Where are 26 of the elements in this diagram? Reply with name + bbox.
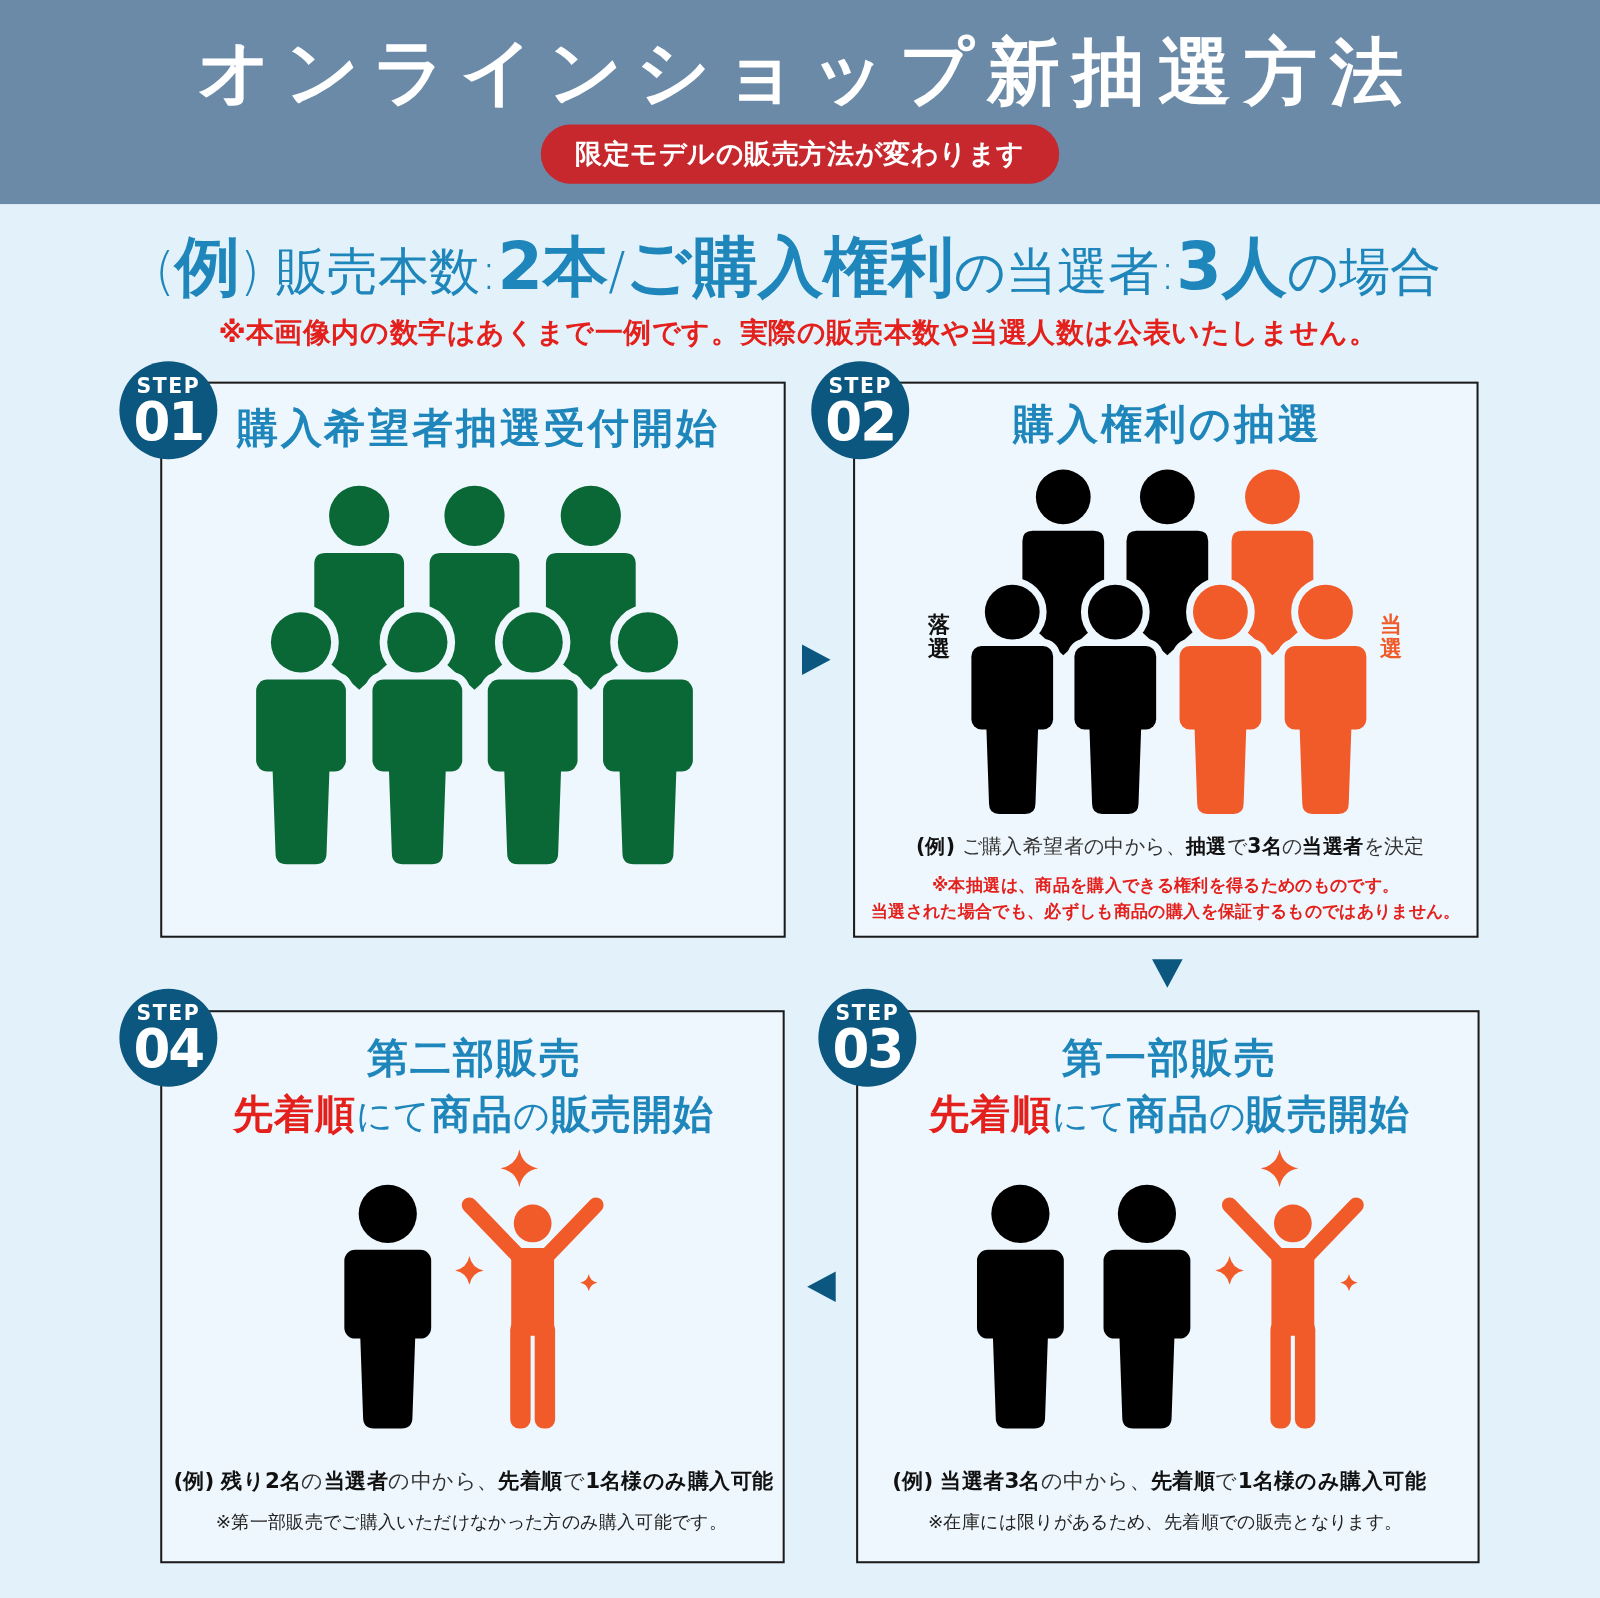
page-title: オンラインショップ新抽選方法 xyxy=(195,27,1416,117)
example-text: (例) 当選者3名の中から、先着順で1名様のみ購入可能 xyxy=(892,1467,1427,1495)
step-label: STEP xyxy=(136,375,201,396)
step-number: 04 xyxy=(133,1025,204,1073)
step-label: STEP xyxy=(828,375,893,396)
example-heading: (例) 販売本数:2本/ご購入権利の当選者:3人の場合 xyxy=(154,229,1442,307)
vertical-label: 当選 xyxy=(1379,612,1403,662)
vertical-label: 落選 xyxy=(927,612,950,662)
step-label: STEP xyxy=(835,1003,900,1024)
subtitle-banner: 限定モデルの販売方法が変わります xyxy=(540,124,1060,184)
note-text: ※在庫には限りがあるため、先着順での販売となります。 xyxy=(928,1509,1403,1534)
step-number: 01 xyxy=(133,397,204,445)
step-label: STEP xyxy=(136,1003,201,1024)
step-number: 02 xyxy=(825,397,896,445)
panel-heading: 先着順にて商品の販売開始 xyxy=(233,1089,714,1139)
panel-heading: 第二部販売 xyxy=(367,1033,582,1083)
step-number: 03 xyxy=(832,1025,903,1073)
panel-heading: 第一部販売 xyxy=(1062,1033,1277,1083)
note-text: ※第一部販売でご購入いただけなかった方のみ購入可能です。 xyxy=(215,1509,728,1534)
example-text: (例) ご購入希望者の中から、抽選で3名の当選者を決定 xyxy=(916,832,1425,860)
panel-heading: 先着順にて商品の販売開始 xyxy=(929,1089,1410,1139)
panel-heading: 購入権利の抽選 xyxy=(1013,399,1322,448)
example-text: (例) 残り2名の当選者の中から、先着順で1名様のみ購入可能 xyxy=(173,1467,774,1495)
note-text: ※本抽選は、商品を購入できる権利を得るためのものです。当選された場合でも、必ずしも商品の購入を保証するものではありません。 xyxy=(869,874,1462,924)
panel-heading: 購入希望者抽選受付開始 xyxy=(236,403,720,453)
disclaimer-note: ※本画像内の数字はあくまで一例です。実際の販売本数や当選人数は公表いたしません。 xyxy=(218,314,1378,350)
